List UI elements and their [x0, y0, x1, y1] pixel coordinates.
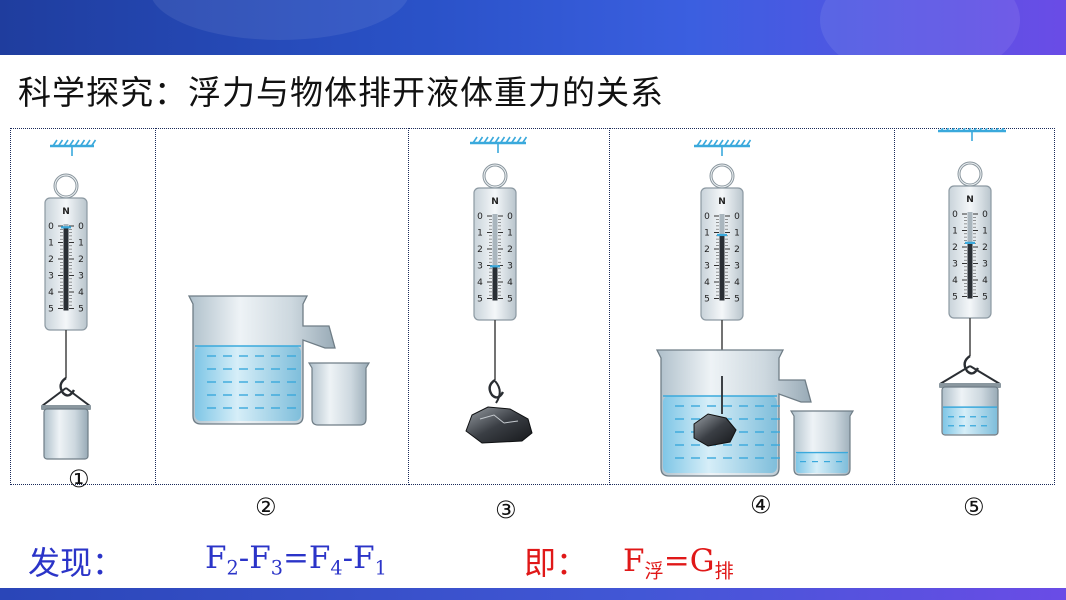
catch-beaker	[307, 362, 371, 426]
step-label-1: ①	[68, 465, 90, 493]
tick-label-right: 1	[734, 229, 740, 239]
step-label-2: ②	[255, 493, 277, 521]
tick-label-right: 0	[507, 212, 513, 222]
tick-label-left: 3	[477, 262, 483, 272]
tick-label-right: 2	[982, 243, 988, 253]
tick-label-left: 0	[48, 222, 54, 232]
scale-unit: N	[718, 197, 726, 207]
ceiling-support	[938, 128, 1006, 141]
page-title: 科学探究：浮力与物体排开液体重力的关系	[18, 73, 664, 112]
tick-label-right: 4	[982, 276, 988, 286]
rock	[693, 413, 737, 447]
tick-label-right: 5	[982, 293, 988, 303]
tick-label-left: 2	[48, 255, 54, 265]
tick-label-right: 5	[78, 305, 84, 315]
tick-label-left: 0	[704, 212, 710, 222]
tick-label-right: 1	[507, 229, 513, 239]
tick-label-left: 4	[952, 276, 958, 286]
scale-slot	[719, 214, 725, 301]
spring-scale: N0 0 1 1 2 2 3 3 4 4 5 5	[44, 173, 88, 397]
tick-label-left: 5	[477, 295, 483, 305]
tick-label-right: 4	[734, 278, 740, 288]
tick-label-right: 3	[507, 262, 513, 272]
hanging-bucket	[939, 365, 1001, 436]
ceiling-support	[50, 139, 97, 156]
tick-label-left: 1	[48, 239, 54, 249]
tick-label-left: 3	[952, 260, 958, 270]
tick-label-right: 2	[78, 255, 84, 265]
tick-label-left: 0	[952, 210, 958, 220]
panel-5	[894, 128, 1055, 485]
tick-label-right: 0	[734, 212, 740, 222]
scale-slot	[967, 212, 973, 299]
tick-label-left: 2	[704, 245, 710, 255]
small-beaker-body	[307, 362, 371, 426]
tick-label-left: 5	[48, 305, 54, 315]
result-equation: F浮=G排	[623, 543, 734, 583]
tick-label-left: 0	[477, 212, 483, 222]
found-label: 发现：	[28, 544, 125, 582]
hanging-bucket	[41, 387, 91, 460]
tick-label-right: 5	[507, 295, 513, 305]
tick-label-left: 5	[704, 295, 710, 305]
tick-label-left: 1	[477, 229, 483, 239]
tick-label-left: 5	[952, 293, 958, 303]
tick-label-right: 5	[734, 295, 740, 305]
tick-label-right: 3	[982, 260, 988, 270]
tick-label-left: 1	[952, 227, 958, 237]
tick-label-right: 2	[734, 245, 740, 255]
scale-hook	[963, 355, 980, 375]
overflow-beaker	[655, 349, 812, 477]
overflow-beaker	[187, 295, 336, 425]
spring-scale: N0 0 1 1 2 2 3 3 4 4 5 5	[948, 161, 992, 375]
tick-label-left: 4	[477, 278, 483, 288]
scale-unit: N	[491, 197, 499, 207]
beaker-water	[195, 346, 301, 421]
tick-label-right: 3	[734, 262, 740, 272]
small-beaker-water	[796, 452, 848, 473]
catch-beaker	[789, 410, 855, 476]
tick-label-right: 4	[78, 288, 84, 298]
tick-label-left: 4	[704, 278, 710, 288]
tick-label-right: 2	[507, 245, 513, 255]
tick-label-left: 3	[704, 262, 710, 272]
tick-label-right: 4	[507, 278, 513, 288]
step-label-5: ⑤	[963, 493, 985, 521]
step-label-4: ④	[750, 491, 772, 519]
bucket-body	[43, 408, 89, 460]
header-banner	[0, 0, 1066, 55]
ie-label: 即：	[524, 544, 589, 582]
equation: F2-F3=F4-F1	[205, 540, 387, 580]
ceiling-support	[694, 139, 752, 156]
bucket-water	[943, 407, 997, 434]
tick-label-right: 1	[78, 239, 84, 249]
scale-unit: N	[966, 195, 974, 205]
tick-label-left: 3	[48, 272, 54, 282]
step-label-3: ③	[495, 496, 517, 524]
spring-scale: N0 0 1 1 2 2 3 3 4 4 5 5	[700, 163, 744, 394]
spring-scale: N0 0 1 1 2 2 3 3 4 4 5 5	[473, 163, 517, 399]
tick-label-right: 0	[982, 210, 988, 220]
tick-label-left: 2	[477, 245, 483, 255]
scale-slot	[63, 224, 69, 311]
tick-label-right: 3	[78, 272, 84, 282]
tick-label-right: 1	[982, 227, 988, 237]
tick-label-left: 4	[48, 288, 54, 298]
scale-unit: N	[62, 207, 70, 217]
hanging-rock	[465, 406, 533, 444]
tick-label-left: 1	[704, 229, 710, 239]
rock-body	[465, 406, 533, 444]
footer-band	[0, 588, 1066, 600]
rock-string	[494, 380, 501, 404]
tick-label-right: 0	[78, 222, 84, 232]
tick-label-left: 2	[952, 243, 958, 253]
scale-hook	[59, 377, 76, 397]
ceiling-support	[470, 136, 528, 153]
